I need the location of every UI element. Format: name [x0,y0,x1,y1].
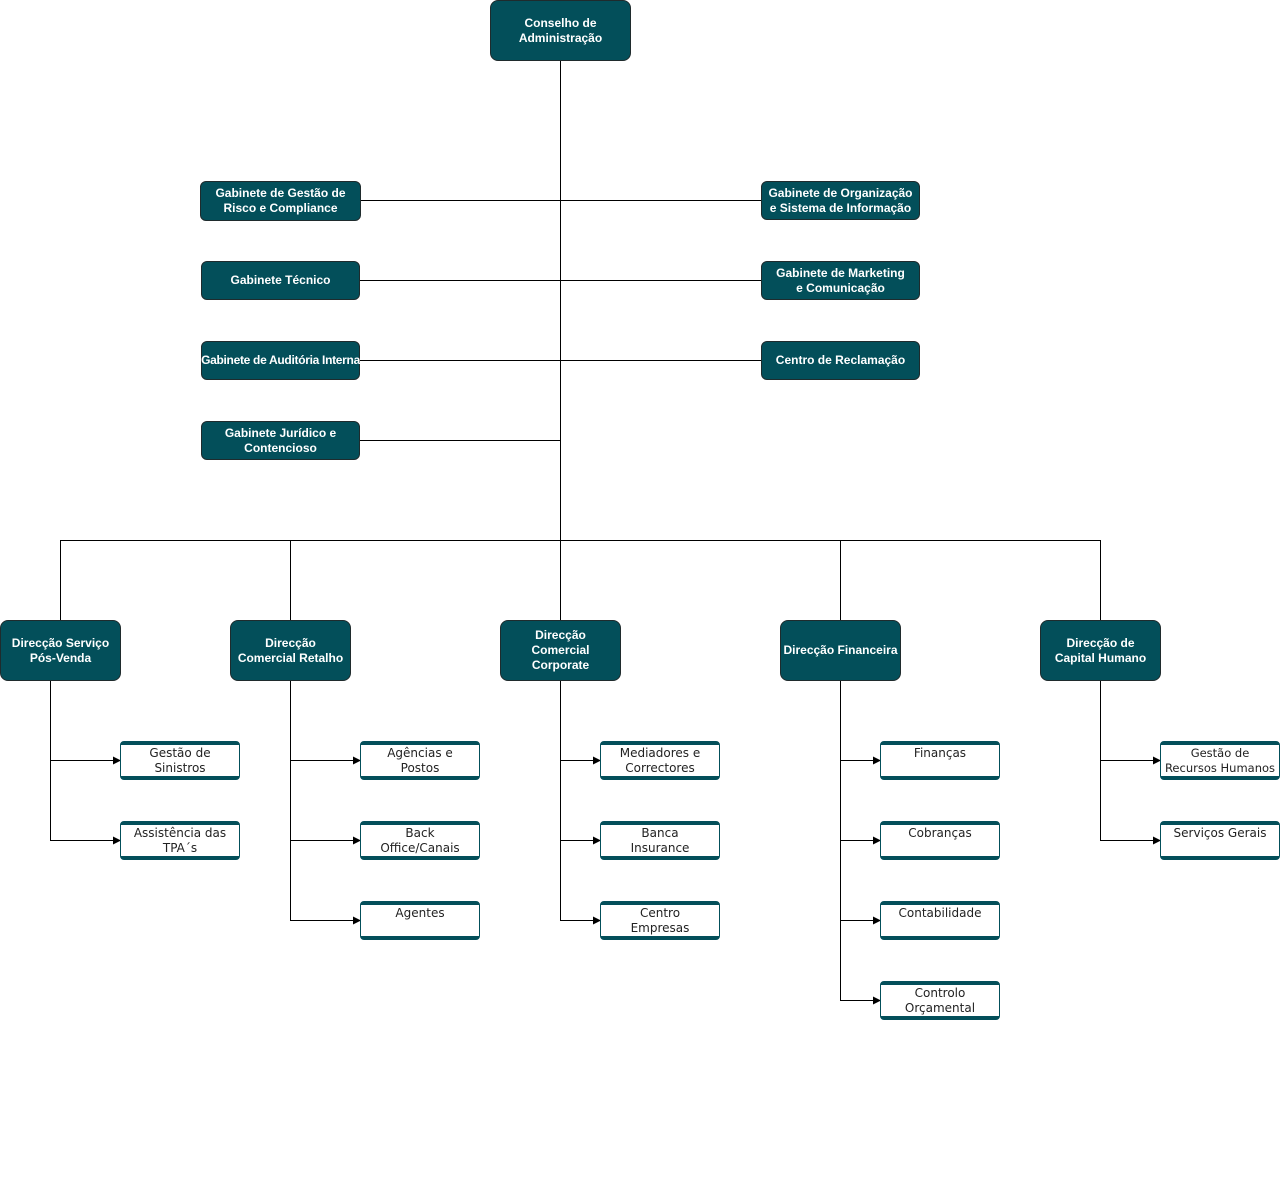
unit-accounting: Contabilidade [880,901,1000,940]
unit-hr-management: Gestão de Recursos Humanos [1160,741,1280,780]
unit-collections: Cobranças [880,821,1000,860]
office-marketing: Gabinete de Marketing e Comunicação [761,261,920,300]
unit-business-center: Centro Empresas [600,901,720,940]
directorate-finance: Direcção Financeira [780,620,901,681]
unit-agencies: Agências e Postos [360,741,480,780]
unit-agents: Agentes [360,901,480,940]
directorate-after-sales: Direcção Serviço Pós-Venda [0,620,121,681]
office-complaints: Centro de Reclamação [761,341,920,380]
directorate-human-capital: Direcção de Capital Humano [1040,620,1161,681]
board-box: Conselho de Administração [490,0,631,61]
office-risk-compliance: Gabinete de Gestão de Risco e Compliance [200,181,361,221]
unit-brokers: Mediadores e Correctores [600,741,720,780]
office-organization-is: Gabinete de Organização e Sistema de Inf… [761,181,920,220]
office-legal: Gabinete Jurídico e Contencioso [201,421,360,460]
unit-tpa-assistance: Assistência das TPA´s [120,821,240,860]
unit-budget-control: Controlo Orçamental [880,981,1000,1020]
office-internal-audit: Gabinete de Auditória Interna [201,341,360,380]
unit-general-services: Serviços Gerais [1160,821,1280,860]
directorate-corporate: Direcção Comercial Corporate [500,620,621,681]
office-technical: Gabinete Técnico [201,261,360,300]
unit-claims-management: Gestão de Sinistros [120,741,240,780]
unit-finance: Finanças [880,741,1000,780]
unit-back-office: Back Office/Canais [360,821,480,860]
unit-bancassurance: Banca Insurance [600,821,720,860]
directorate-retail: Direcção Comercial Retalho [230,620,351,681]
